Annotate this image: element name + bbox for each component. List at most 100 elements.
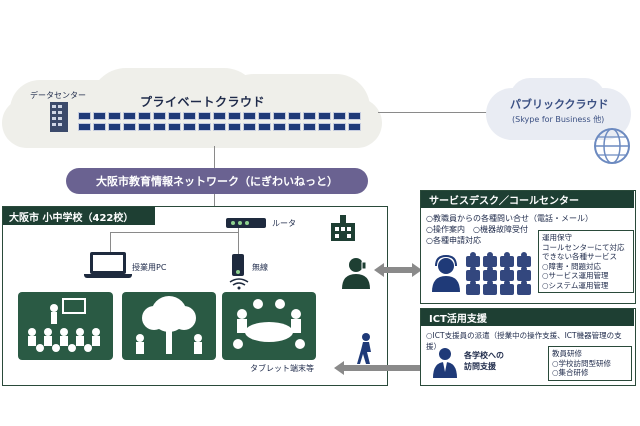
router-pc-line-v — [110, 232, 111, 254]
server-icon — [288, 123, 301, 131]
cloud-network-connector — [214, 146, 215, 168]
outdoor-scene — [122, 292, 216, 360]
operator-icon — [517, 252, 531, 267]
service-desk-item: ○各種申請対応 — [426, 236, 481, 245]
server-icon — [243, 123, 256, 131]
note-line: ○サービス運用管理 — [542, 271, 609, 280]
server-icon — [303, 112, 316, 120]
note-line: できない各種サービス — [542, 252, 617, 261]
group-work-scene — [222, 292, 316, 360]
server-row — [78, 123, 361, 131]
wifi-icon — [229, 278, 249, 290]
datacenter-label: データセンター — [30, 91, 86, 100]
server-icon — [198, 112, 211, 120]
server-icon — [303, 123, 316, 131]
server-icon — [108, 112, 121, 120]
server-icon — [108, 123, 121, 131]
server-icon — [333, 112, 346, 120]
network-bar: 大阪市教育情報ネットワーク（にぎわいねっと） — [66, 168, 368, 194]
wireless-ap-icon — [232, 254, 244, 276]
server-icon — [228, 123, 241, 131]
operator-icon — [500, 280, 514, 295]
operator-icon — [466, 280, 480, 295]
note-line: 教員研修 — [552, 349, 582, 358]
server-icon — [198, 123, 211, 131]
service-desk-item: ○操作案内 ○機器故障受付 — [426, 225, 528, 234]
router-label: ルータ — [272, 219, 296, 228]
server-icon — [213, 112, 226, 120]
server-icon — [138, 123, 151, 131]
server-icon — [168, 112, 181, 120]
note-line: ○集合研修 — [552, 368, 589, 377]
server-icon — [273, 112, 286, 120]
server-icon — [243, 112, 256, 120]
server-icon — [348, 123, 361, 131]
server-icon — [153, 123, 166, 131]
server-icon — [153, 112, 166, 120]
operator-icon — [517, 266, 531, 281]
server-icon — [78, 123, 91, 131]
server-icon — [258, 112, 271, 120]
laptop-icon — [90, 252, 126, 274]
server-icon — [183, 112, 196, 120]
server-rack — [78, 112, 361, 131]
operator-icon — [466, 252, 480, 267]
globe-icon — [594, 128, 630, 164]
datacenter-building-icon — [50, 102, 68, 132]
note-line: ○学校訪問型研修 — [552, 358, 612, 368]
ict-support-note: 教員研修 ○学校訪問型研修 ○集合研修 — [548, 346, 632, 381]
operator-icon — [483, 266, 497, 281]
service-desk-header: サービスデスク／コールセンター — [421, 191, 634, 208]
cloud-link-line — [378, 112, 490, 113]
operator-icon — [517, 280, 531, 295]
server-icon — [288, 112, 301, 120]
walking-person-icon — [357, 333, 371, 364]
visit-label-line-2: 訪問支援 — [464, 362, 496, 371]
service-desk-item: ○教職員からの各種問い合せ（電話・メール） — [426, 214, 593, 223]
operator-icon — [500, 266, 514, 281]
server-icon — [168, 123, 181, 131]
server-icon — [318, 112, 331, 120]
wireless-label: 無線 — [252, 263, 268, 272]
operator-icon — [483, 280, 497, 295]
public-cloud-puff — [510, 78, 605, 118]
server-icon — [348, 112, 361, 120]
router-pc-line-h — [110, 232, 238, 233]
ict-support-item: ○ICT支援員の派遣（授業中の操作支援、ICT機器管理の支援） — [426, 331, 622, 351]
pc-label: 授業用PC — [132, 263, 167, 272]
server-row — [78, 112, 361, 120]
server-icon — [93, 112, 106, 120]
note-line: コールセンターにて対応 — [542, 242, 625, 252]
server-icon — [78, 112, 91, 120]
support-double-arrow — [374, 263, 422, 277]
server-icon — [213, 123, 226, 131]
server-icon — [138, 112, 151, 120]
note-line: 運用保守 — [542, 233, 572, 242]
classroom-scene — [18, 292, 113, 360]
public-cloud-title: パブリッククラウド — [510, 98, 609, 111]
school-building-icon — [331, 215, 355, 241]
public-cloud-subtitle: (Skype for Business 他) — [512, 115, 605, 124]
server-icon — [258, 123, 271, 131]
server-icon — [123, 112, 136, 120]
visit-arrow — [334, 361, 422, 375]
server-icon — [318, 123, 331, 131]
ict-support-header: ICT活用支援 — [421, 309, 634, 326]
server-icon — [123, 123, 136, 131]
operator-headset-icon — [432, 254, 460, 292]
service-desk-note: 運用保守 コールセンターにて対応 できない各種サービス ○障害・問題対応 ○サー… — [538, 230, 634, 293]
tablet-label: タブレット端末等 — [250, 364, 314, 373]
server-icon — [333, 123, 346, 131]
note-line: ○システム運用管理 — [542, 280, 609, 290]
router-icon — [226, 218, 266, 228]
server-icon — [228, 112, 241, 120]
server-icon — [93, 123, 106, 131]
server-icon — [183, 123, 196, 131]
operator-icon — [466, 266, 480, 281]
server-icon — [273, 123, 286, 131]
private-cloud-title: プライベートクラウド — [140, 95, 266, 109]
operator-icon — [483, 252, 497, 267]
operator-grid — [466, 252, 531, 295]
network-school-connector — [214, 194, 215, 208]
operator-icon — [500, 252, 514, 267]
